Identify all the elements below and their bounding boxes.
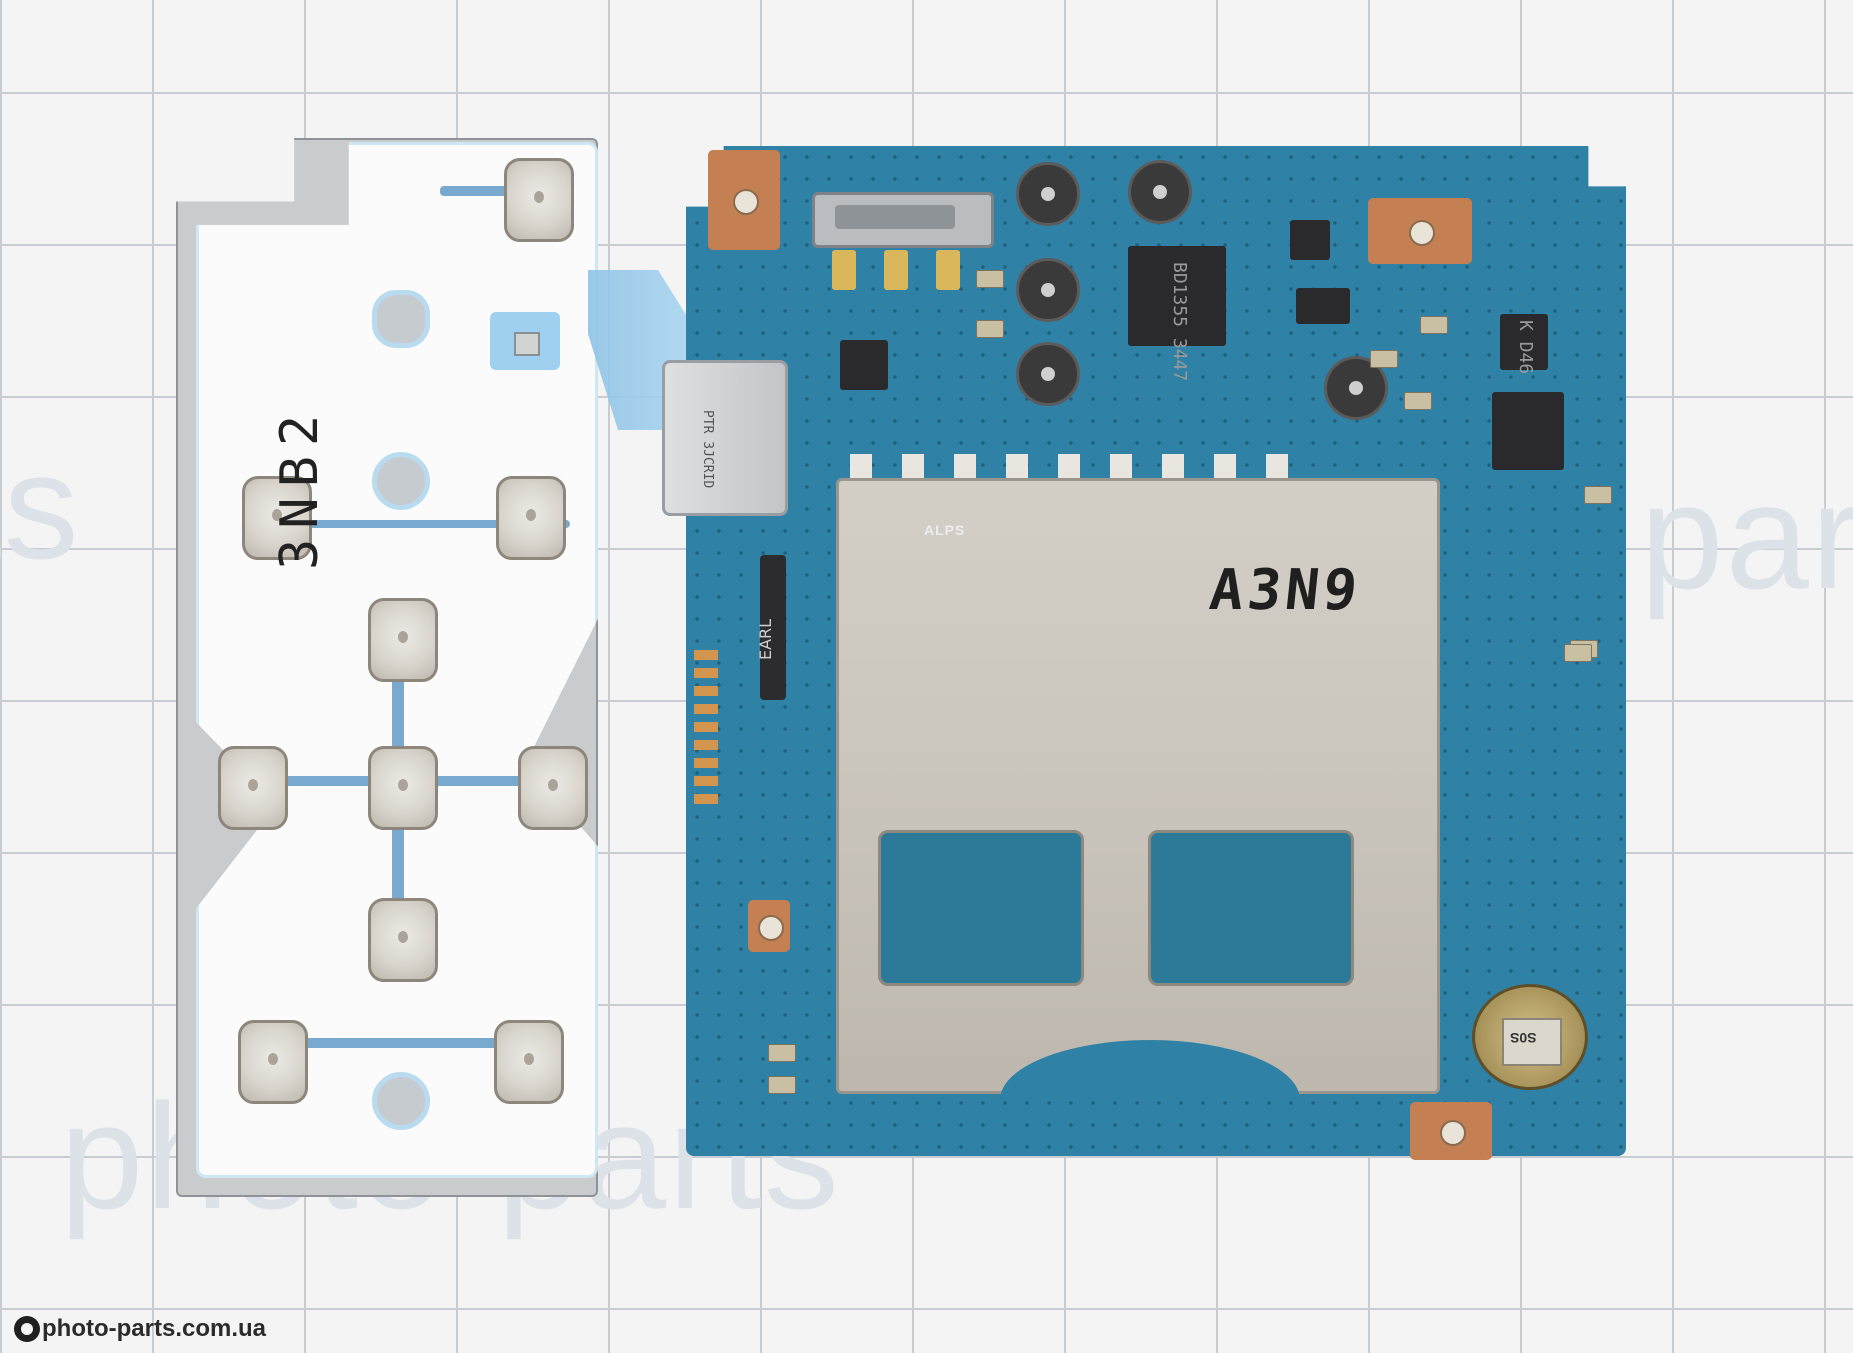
watermark-text-right: part: [1640, 452, 1853, 620]
capacitor: [976, 320, 1004, 338]
ic-chip-label: BD1355 3447: [1169, 262, 1190, 382]
inductor-coil: [1128, 160, 1192, 224]
capacitor: [1564, 644, 1592, 662]
switch-leg: [884, 250, 908, 290]
earl-component: [760, 555, 786, 700]
capacitor: [768, 1044, 796, 1062]
led-component: [490, 312, 560, 370]
capacitor: [1370, 350, 1398, 368]
mounting-pad-copper: [1410, 1102, 1492, 1160]
membrane-hole: [372, 452, 430, 510]
usb-port-label: PTR 3JCRID: [700, 410, 715, 489]
sd-slot-part-label: A3N9: [1206, 558, 1365, 623]
keypad-dome-button: [368, 898, 438, 982]
footer-url: photo-parts.com.ua: [42, 1315, 267, 1342]
battery-tab: [1502, 1018, 1562, 1066]
keypad-dome-button: [368, 746, 438, 830]
inductor-coil: [1016, 258, 1080, 322]
switch-leg: [832, 250, 856, 290]
sd-slot-window: [1148, 830, 1354, 986]
membrane-trace: [270, 520, 570, 528]
earl-label: EARL: [756, 618, 775, 660]
membrane-hole: [372, 290, 430, 348]
ic-chip: [840, 340, 888, 390]
keypad-dome-button: [496, 476, 566, 560]
photo-parts-logo-icon: [14, 1316, 40, 1342]
keypad-dome-button: [218, 746, 288, 830]
keypad-dome-button: [368, 598, 438, 682]
sd-brand-label: ALPS: [924, 522, 966, 538]
ic-chip: [1492, 392, 1564, 470]
keypad-part-label: 3NB2: [270, 404, 330, 570]
small-chip-label: K D46: [1515, 320, 1536, 375]
slide-switch: [812, 192, 994, 248]
membrane-trace: [440, 186, 530, 196]
capacitor: [1420, 316, 1448, 334]
switch-leg: [936, 250, 960, 290]
watermark-text-left: ts: [0, 422, 81, 590]
capacitor: [768, 1076, 796, 1094]
capacitor: [976, 270, 1004, 288]
capacitor: [1404, 392, 1432, 410]
membrane-trace: [270, 1038, 540, 1048]
inductor-coil: [1016, 162, 1080, 226]
ic-chip-main: [1128, 246, 1226, 346]
footer-watermark: photo-parts.com.ua: [14, 1315, 266, 1343]
keypad-dome-button: [494, 1020, 564, 1104]
battery-label: S0S: [1510, 1030, 1537, 1046]
keypad-dome-button: [238, 1020, 308, 1104]
keypad-dome-button: [518, 746, 588, 830]
sd-slot-window: [878, 830, 1084, 986]
ic-chip-small: [1500, 314, 1548, 370]
gold-contact-fingers: [694, 650, 718, 810]
keypad-dome-button: [242, 476, 312, 560]
inductor-coil: [1016, 342, 1080, 406]
keypad-dome-button: [504, 158, 574, 242]
mounting-pad-copper: [708, 150, 780, 250]
ic-chip: [1290, 220, 1330, 260]
capacitor: [1584, 486, 1612, 504]
copper-test-pad: [748, 900, 790, 952]
membrane-hole: [372, 1072, 430, 1130]
mounting-pad-copper: [1368, 198, 1472, 264]
micro-usb-port: [662, 360, 788, 516]
ic-chip: [1296, 288, 1350, 324]
